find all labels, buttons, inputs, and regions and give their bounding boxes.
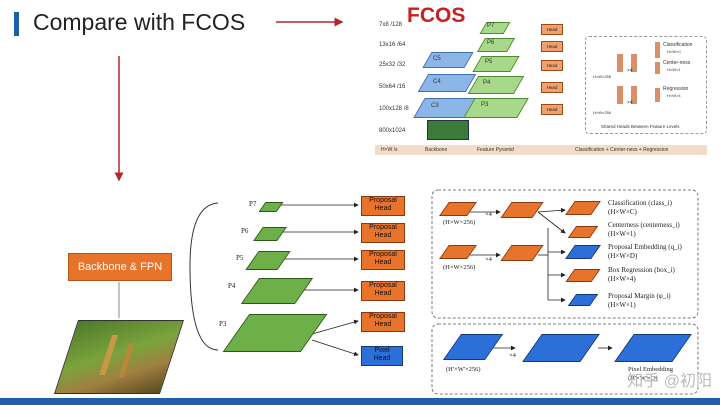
fcos-ctr-layer	[655, 62, 660, 74]
repeat-x4: ×4	[509, 352, 516, 359]
fcos-pyramid-label: P7	[487, 23, 495, 29]
output-label-box: Box Regression (box_i)	[608, 266, 675, 274]
fcos-backbone-label: C5	[433, 56, 441, 62]
level-label-p4: P4	[228, 282, 236, 290]
fcos-level-label: 100x128 /8	[379, 106, 409, 112]
fcos-backbone-label: C4	[433, 79, 441, 85]
fcos-head-box: Head	[541, 24, 563, 35]
fcos-p5-block	[472, 56, 520, 72]
backbone-fpn-box: Backbone & FPN	[68, 253, 172, 281]
fcos-level-label: 25x32 /32	[379, 62, 406, 68]
level-label-p6: P6	[241, 227, 249, 235]
fcos-pyramid-label: P4	[483, 80, 491, 86]
fcos-figure: FCOS 7x8 /128 13x16 /64 25x32 /32 50x64 …	[365, 0, 711, 160]
fcos-reg-layer	[655, 88, 660, 102]
dim-label: (H×W×256)	[443, 264, 476, 271]
fcos-backbone-label: C3	[431, 103, 439, 109]
fcos-p6-block	[476, 38, 516, 52]
giraffe-shape	[118, 343, 135, 377]
output-label-centerness: Centerness (centerness_i)	[608, 221, 680, 229]
fcos-centerness: Center-ness	[663, 60, 691, 66]
fcos-footer-text: H×W /s	[381, 147, 398, 153]
fcos-regression: Regression	[663, 86, 689, 92]
fcos-shared-heads-label: Shared Heads Between Feature Levels	[601, 124, 680, 129]
output-dim: (H×W×D)	[608, 252, 638, 260]
fcos-head-box: Head	[541, 82, 563, 93]
fcos-level-label: 800x1024	[379, 128, 406, 134]
fcos-p4-block	[467, 76, 525, 94]
fcos-c4-block	[417, 74, 477, 92]
fcos-footer-bar	[375, 145, 707, 155]
fcos-level-label: 7x8 /128	[379, 22, 403, 28]
output-label-embedding: Proposal Embedding (q_i)	[608, 243, 682, 251]
fcos-head-box: Head	[541, 104, 563, 115]
fcos-pyramid-label: P3	[481, 102, 489, 108]
fcos-x4: ×4	[627, 68, 633, 74]
output-dim: (H×W×C)	[608, 208, 637, 216]
repeat-x4: ×4	[485, 256, 492, 263]
fcos-centerness-dim: H×W×1	[667, 67, 681, 72]
fcos-regression-dim: H×W×4	[667, 93, 681, 98]
bottom-bar	[0, 398, 720, 405]
fcos-logo: FCOS	[407, 4, 466, 27]
level-label-p7: P7	[249, 200, 257, 208]
giraffe-shape	[99, 335, 119, 375]
fcos-p3-block	[463, 98, 529, 118]
fcos-head-box: Head	[541, 41, 563, 52]
fcos-head-layer	[617, 86, 623, 104]
fcos-footer-text: Backbone	[425, 147, 448, 153]
fcos-classification: Classification	[663, 42, 693, 48]
fcos-pyramid-label: P6	[487, 40, 495, 46]
output-label-pixel-embedding: Pixel Embedding	[628, 366, 673, 373]
output-dim: (H×W×4)	[608, 275, 636, 283]
fcos-hw256: H×W×256	[593, 110, 612, 115]
output-dim: (H'×W'×D)	[628, 375, 658, 382]
output-dim: (H×W×1)	[608, 230, 636, 238]
fcos-head-box: Head	[541, 60, 563, 71]
level-label-p3: P3	[219, 320, 227, 328]
watermark: 知乎 @初阳	[627, 373, 712, 390]
fcos-shared-heads-panel	[585, 36, 707, 134]
fcos-head-layer	[617, 54, 623, 72]
fcos-level-label: 13x16 /64	[379, 42, 406, 48]
fcos-classification-dim: H×W×C	[667, 49, 682, 54]
fcos-footer-text: Classification + Center-ness + Regressio…	[575, 147, 669, 153]
fcos-c5-block	[422, 52, 474, 68]
fcos-level-label: 50x64 /16	[379, 84, 406, 90]
fcos-hw256: H×W×256	[593, 74, 612, 79]
fcos-p7-block	[479, 22, 511, 34]
fcos-x4: ×4	[627, 100, 633, 106]
fcos-cls-layer	[655, 42, 660, 58]
fcos-pyramid-label: P5	[485, 59, 493, 65]
repeat-x4: ×4	[485, 211, 492, 218]
fcos-head-layer	[631, 54, 637, 72]
output-label-margin: Proposal Margin (φ_i)	[608, 292, 671, 300]
fcos-head-layer	[631, 86, 637, 104]
fcos-input-image	[427, 120, 469, 140]
dim-label: (H'×W'×256)	[446, 366, 481, 373]
fcos-footer-text: Feature Pyramid	[477, 147, 514, 153]
output-dim: (H×W×1)	[608, 301, 636, 309]
level-label-p5: P5	[236, 254, 244, 262]
title-accent-bar	[14, 12, 19, 36]
slide-title: Compare with FCOS	[33, 9, 246, 35]
dim-label: (H×W×256)	[443, 219, 476, 226]
output-label-classification: Classification (class_i)	[608, 199, 672, 207]
